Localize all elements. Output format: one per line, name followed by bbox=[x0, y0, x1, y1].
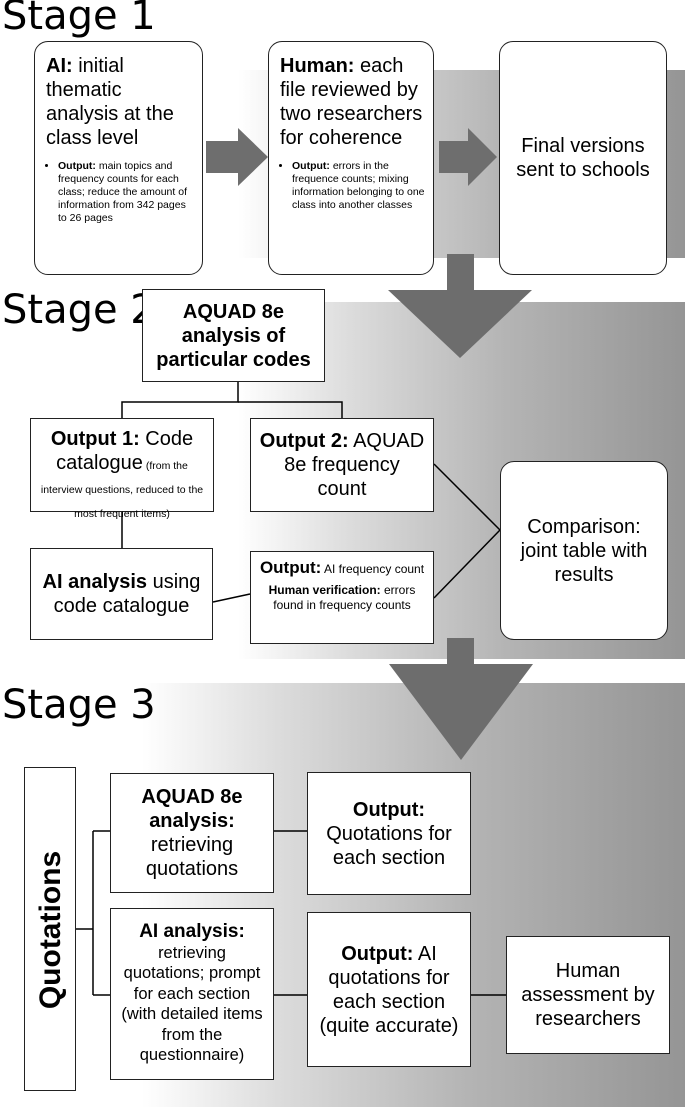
connector-top-to-output2 bbox=[238, 401, 343, 418]
stage1-human-output: Output: errors in the frequence counts; … bbox=[280, 160, 425, 212]
stage2-aquad-text: AQUAD 8e analysis of particular codes bbox=[156, 300, 311, 371]
stage3-aquad-box: AQUAD 8e analysis: retrieving quotations bbox=[110, 773, 274, 893]
stage1-human-box: Human: each file reviewed by two researc… bbox=[268, 41, 434, 275]
stage2-output1-text: Output 1: Code catalogue (from the inter… bbox=[40, 428, 204, 520]
stage2-human-verification: Human verification: errors found in freq… bbox=[268, 583, 416, 612]
arrow-down-stage1-to-2 bbox=[388, 254, 532, 358]
stage1-ai-text: AI: initial thematic analysis at the cla… bbox=[46, 55, 174, 149]
stage3-aquad-text: AQUAD 8e analysis: retrieving quotations bbox=[141, 786, 243, 880]
stage2-ai-output-box: Output: AI frequency count Human verific… bbox=[250, 551, 434, 644]
stage3-human-box: Human assessment by researchers bbox=[506, 936, 670, 1054]
stage3-output1-text: Output: Quotations for each section bbox=[326, 798, 452, 869]
stage3-output2-text: Output: AI quotations for each section (… bbox=[319, 942, 459, 1037]
stage1-title: Stage 1 bbox=[2, 0, 156, 39]
stage2-ai-analysis-text: AI analysis using code catalogue bbox=[42, 571, 201, 617]
stage2-output1-box: Output 1: Code catalogue (from the inter… bbox=[30, 418, 214, 520]
stage3-ai-analysis-text: AI analysis: retrieving quotations; prom… bbox=[121, 921, 263, 1065]
arrow-right-2 bbox=[439, 128, 497, 186]
stage1-final-text: Final versions sent to schools bbox=[516, 135, 650, 181]
stage1-human-text: Human: each file reviewed by two researc… bbox=[280, 55, 423, 149]
stage2-output2-text: Output 2: AQUAD 8e frequency count bbox=[259, 430, 425, 500]
connector-ai-to-aiout bbox=[212, 593, 251, 603]
stage2-ai-output-text: Output: AI frequency count bbox=[259, 558, 425, 577]
stage3-output2-box: Output: AI quotations for each section (… bbox=[307, 912, 471, 1067]
stage1-ai-output: Output: main topics and frequency counts… bbox=[46, 160, 194, 225]
stage2-comparison-text: Comparison: joint table with results bbox=[520, 515, 648, 586]
stage2-comparison-box: Comparison: joint table with results bbox=[500, 461, 668, 640]
connector-top-to-outputs bbox=[121, 382, 239, 418]
stage1-final-box: Final versions sent to schools bbox=[499, 41, 667, 275]
stage3-ai-analysis-box: AI analysis: retrieving quotations; prom… bbox=[110, 908, 274, 1080]
quotations-side-box: Quotations bbox=[24, 767, 76, 1091]
arrow-right-1 bbox=[206, 128, 268, 186]
stage3-output1-box: Output: Quotations for each section bbox=[307, 772, 471, 895]
stage3-title: Stage 3 bbox=[2, 682, 156, 728]
arrow-down-stage2-to-3 bbox=[389, 638, 533, 760]
stage3-human-text: Human assessment by researchers bbox=[521, 960, 655, 1030]
connector-aiout-to-comparison bbox=[433, 529, 501, 599]
stage2-title: Stage 2 bbox=[2, 287, 156, 333]
stage2-output2-box: Output 2: AQUAD 8e frequency count bbox=[250, 418, 434, 512]
stage2-ai-analysis-box: AI analysis using code catalogue bbox=[30, 548, 213, 640]
connector-out2-to-comparison bbox=[433, 463, 501, 531]
quotations-label: Quotations bbox=[34, 850, 67, 1010]
stage1-ai-box: AI: initial thematic analysis at the cla… bbox=[34, 41, 203, 275]
stage2-aquad-box: AQUAD 8e analysis of particular codes bbox=[142, 289, 325, 382]
